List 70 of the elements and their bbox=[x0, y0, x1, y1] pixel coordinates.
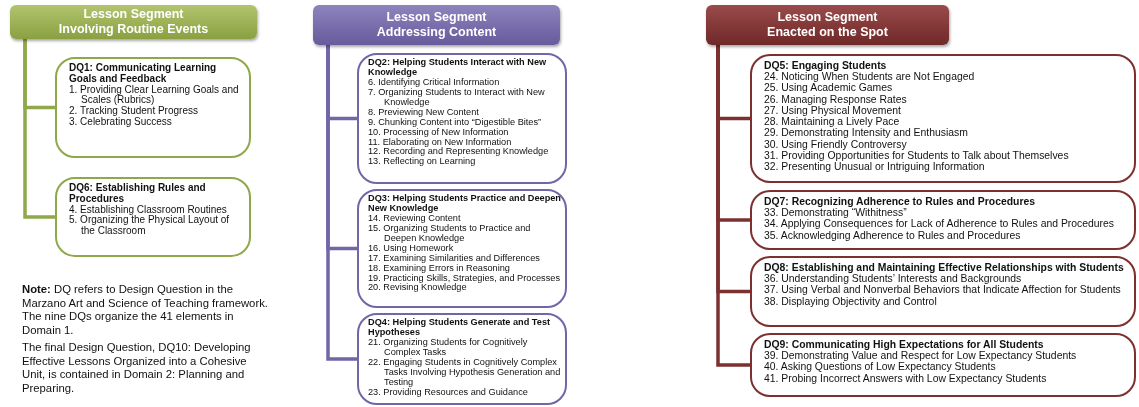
element-item: 28. Maintaining a Lively Pace bbox=[764, 116, 900, 128]
element-item: 1. Providing Clear Learning Goals and Scales (Rubrics) bbox=[69, 84, 240, 107]
element-item: 12. Recording and Representing Knowledge bbox=[368, 147, 550, 158]
question-heading: DQ5: Engaging Students bbox=[764, 60, 887, 72]
question-box bbox=[750, 333, 1136, 397]
question-box bbox=[750, 54, 1136, 183]
question-heading: DQ8: Establishing and Maintaining Effective Relationships with Students bbox=[764, 262, 1125, 274]
segment-header bbox=[10, 5, 257, 39]
question-box bbox=[357, 313, 567, 405]
header-text: Lesson Segment Enacted on the Spot bbox=[766, 10, 889, 40]
element-item: 10. Processing of New Information bbox=[368, 127, 509, 137]
element-item: 35. Acknowledging Adherence to Rules and Procedures bbox=[764, 229, 1022, 241]
element-item: 27. Using Physical Movement bbox=[764, 104, 902, 117]
element-item: 25. Using Academic Games bbox=[764, 82, 894, 94]
element-item: 40. Asking Questions of Low Expectancy Students bbox=[764, 361, 996, 373]
question-heading: DQ9: Communicating High Expectations for All Students bbox=[764, 339, 1044, 351]
header-text: Lesson Segment Addressing Content bbox=[375, 10, 498, 40]
question-box bbox=[55, 57, 251, 158]
element-item: 31. Providing Opportunities for Students to Talk about Themselves bbox=[764, 149, 1070, 162]
element-item: 7. Organizing Students to Interact with New Knowledge bbox=[368, 87, 546, 107]
question-heading: DQ1: Communicating Learning Goals and Feedback bbox=[69, 63, 218, 85]
question-heading: DQ4: Helping Students Generate and Test Hypotheses bbox=[368, 318, 552, 338]
element-item: 6. Identifying Critical Information bbox=[368, 77, 501, 88]
element-item: 15. Organizing Students to Practice and Deepen Knowledge bbox=[368, 223, 532, 243]
element-item: 3. Celebrating Success bbox=[69, 117, 173, 128]
question-box bbox=[750, 190, 1136, 250]
element-item: 38. Displaying Objectivity and Control bbox=[764, 295, 938, 307]
element-item: 11. Elaborating on New Information bbox=[368, 137, 512, 148]
element-item: 34. Applying Consequences for Lack of Adherence to Rules and Procedures bbox=[764, 218, 1116, 230]
connector-line bbox=[23, 39, 55, 219]
element-item: 9. Chunking Content into “Digestible Bites” bbox=[368, 117, 543, 127]
element-item: 21. Organizing Students for Cognitively Complex Tasks bbox=[368, 337, 529, 358]
element-item: 30. Using Friendly Controversy bbox=[764, 138, 908, 150]
element-item: 41. Probing Incorrect Answers with Low Expectancy Students bbox=[764, 372, 1048, 384]
question-box bbox=[357, 189, 567, 308]
question-heading: DQ2: Helping Students Interact with New Knowledge bbox=[368, 58, 548, 78]
segment-header bbox=[313, 5, 560, 45]
header-text: Lesson Segment Involving Routine Events bbox=[57, 7, 210, 37]
element-item: 22. Engaging Students in Cognitively Complex Tasks Involving Hypothesis Generation and Testing bbox=[368, 357, 562, 387]
question-box bbox=[750, 256, 1136, 327]
element-item: 29. Demonstrating Intensity and Enthusiasm bbox=[764, 127, 969, 139]
element-item: 24. Noticing When Students are Not Engaged bbox=[764, 71, 976, 83]
element-item: 20. Revising Knowledge bbox=[368, 283, 467, 294]
element-item: 2. Tracking Student Progress bbox=[69, 106, 199, 117]
connector-line bbox=[716, 45, 750, 367]
question-box bbox=[55, 177, 251, 257]
question-heading: DQ6: Establishing Rules and Procedures bbox=[69, 183, 207, 205]
element-item: 26. Managing Response Rates bbox=[764, 93, 908, 105]
element-item: 23. Providing Resources and Guidance bbox=[368, 387, 529, 398]
element-item: 17. Examining Similarities and Differences bbox=[368, 253, 541, 263]
element-item: 5. Organizing the Physical Layout of the Classroom bbox=[69, 215, 231, 237]
element-item: 33. Demonstrating “Withitness” bbox=[764, 207, 907, 219]
element-item: 8. Previewing New Content bbox=[368, 107, 480, 118]
element-item: 32. Presenting Unusual or Intriguing Information bbox=[764, 161, 986, 173]
note-text: Note: DQ refers to Design Question in the Marzano Art and Science of Teaching framework. The nine DQs organize the 41 elements in Domain 1. bbox=[22, 283, 269, 338]
element-item: 18. Examining Errors in Reasoning bbox=[368, 263, 510, 273]
element-item: 14. Reviewing Content bbox=[368, 213, 462, 224]
note-text: The final Design Question, DQ10: Developing Effective Lessons Organized into a Cohesive Unit, is contained in Domain 2: Planning and Preparing. bbox=[22, 341, 252, 396]
element-item: 37. Using Verbal and Nonverbal Behaviors that Indicate Affection for Students bbox=[764, 284, 1122, 296]
element-item: 36. Understanding Students’ Interests and Backgrounds bbox=[764, 273, 1022, 285]
question-box bbox=[357, 53, 567, 184]
element-item: 39. Demonstrating Value and Respect for Low Expectancy Students bbox=[764, 350, 1078, 362]
question-heading: DQ7: Recognizing Adherence to Rules and Procedures bbox=[764, 196, 1036, 208]
segment-header bbox=[706, 5, 949, 45]
element-item: 4. Establishing Classroom Routines bbox=[69, 204, 227, 216]
connector-line bbox=[326, 45, 357, 361]
element-item: 13. Reflecting on Learning bbox=[368, 157, 476, 168]
element-item: 16. Using Homework bbox=[368, 243, 454, 253]
element-item: 19. Practicing Skills, Strategies, and Processes bbox=[368, 273, 561, 284]
question-heading: DQ3: Helping Students Practice and Deepen New Knowledge bbox=[368, 194, 562, 214]
